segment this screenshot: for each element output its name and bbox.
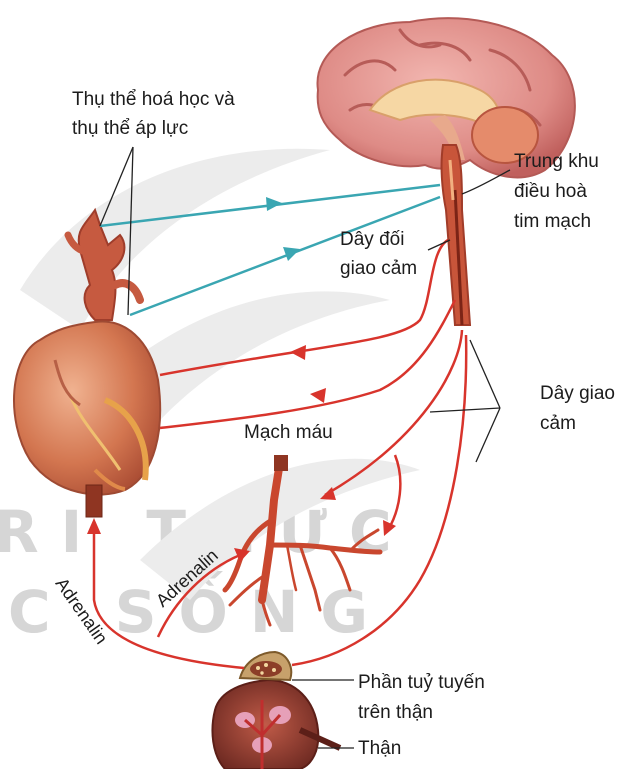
- arrow-to-vessel-2: [383, 520, 396, 536]
- label-adrenal-medulla-line-2: trên thận: [358, 699, 433, 728]
- arrow-to-heart-2: [310, 388, 326, 403]
- sensory-arrow-2: [283, 247, 300, 261]
- label-center-line-2: điều hoà: [514, 178, 587, 207]
- label-center-line-1: Trung khu: [514, 148, 599, 177]
- leader-sympathetic-1: [470, 340, 500, 408]
- kidney: [212, 680, 340, 769]
- label-blood-vessel: Mạch máu: [244, 419, 333, 448]
- label-parasympathetic-line-1: Dây đối: [340, 226, 404, 255]
- label-center-line-3: tim mạch: [514, 208, 591, 237]
- heart: [14, 210, 160, 517]
- arrow-to-heart-1: [290, 345, 306, 360]
- arrow-adrenalin-heart: [87, 518, 101, 534]
- vessel-stub: [274, 455, 288, 471]
- leader-center: [462, 170, 510, 194]
- label-adrenal-medulla-line-1: Phần tuỷ tuyến: [358, 669, 485, 698]
- adrenal-gland: [240, 652, 291, 680]
- label-sympathetic-line-2: cảm: [540, 410, 576, 439]
- label-receptors-line-1: Thụ thể hoá học và: [72, 86, 235, 115]
- label-receptors-line-2: thụ thể áp lực: [72, 115, 188, 144]
- label-parasympathetic-line-2: giao cảm: [340, 255, 417, 284]
- label-sympathetic-line-1: Dây giao: [540, 380, 615, 409]
- label-kidney: Thận: [358, 735, 401, 764]
- sensory-arrow-1: [266, 197, 282, 211]
- leader-sympathetic-3: [476, 408, 500, 462]
